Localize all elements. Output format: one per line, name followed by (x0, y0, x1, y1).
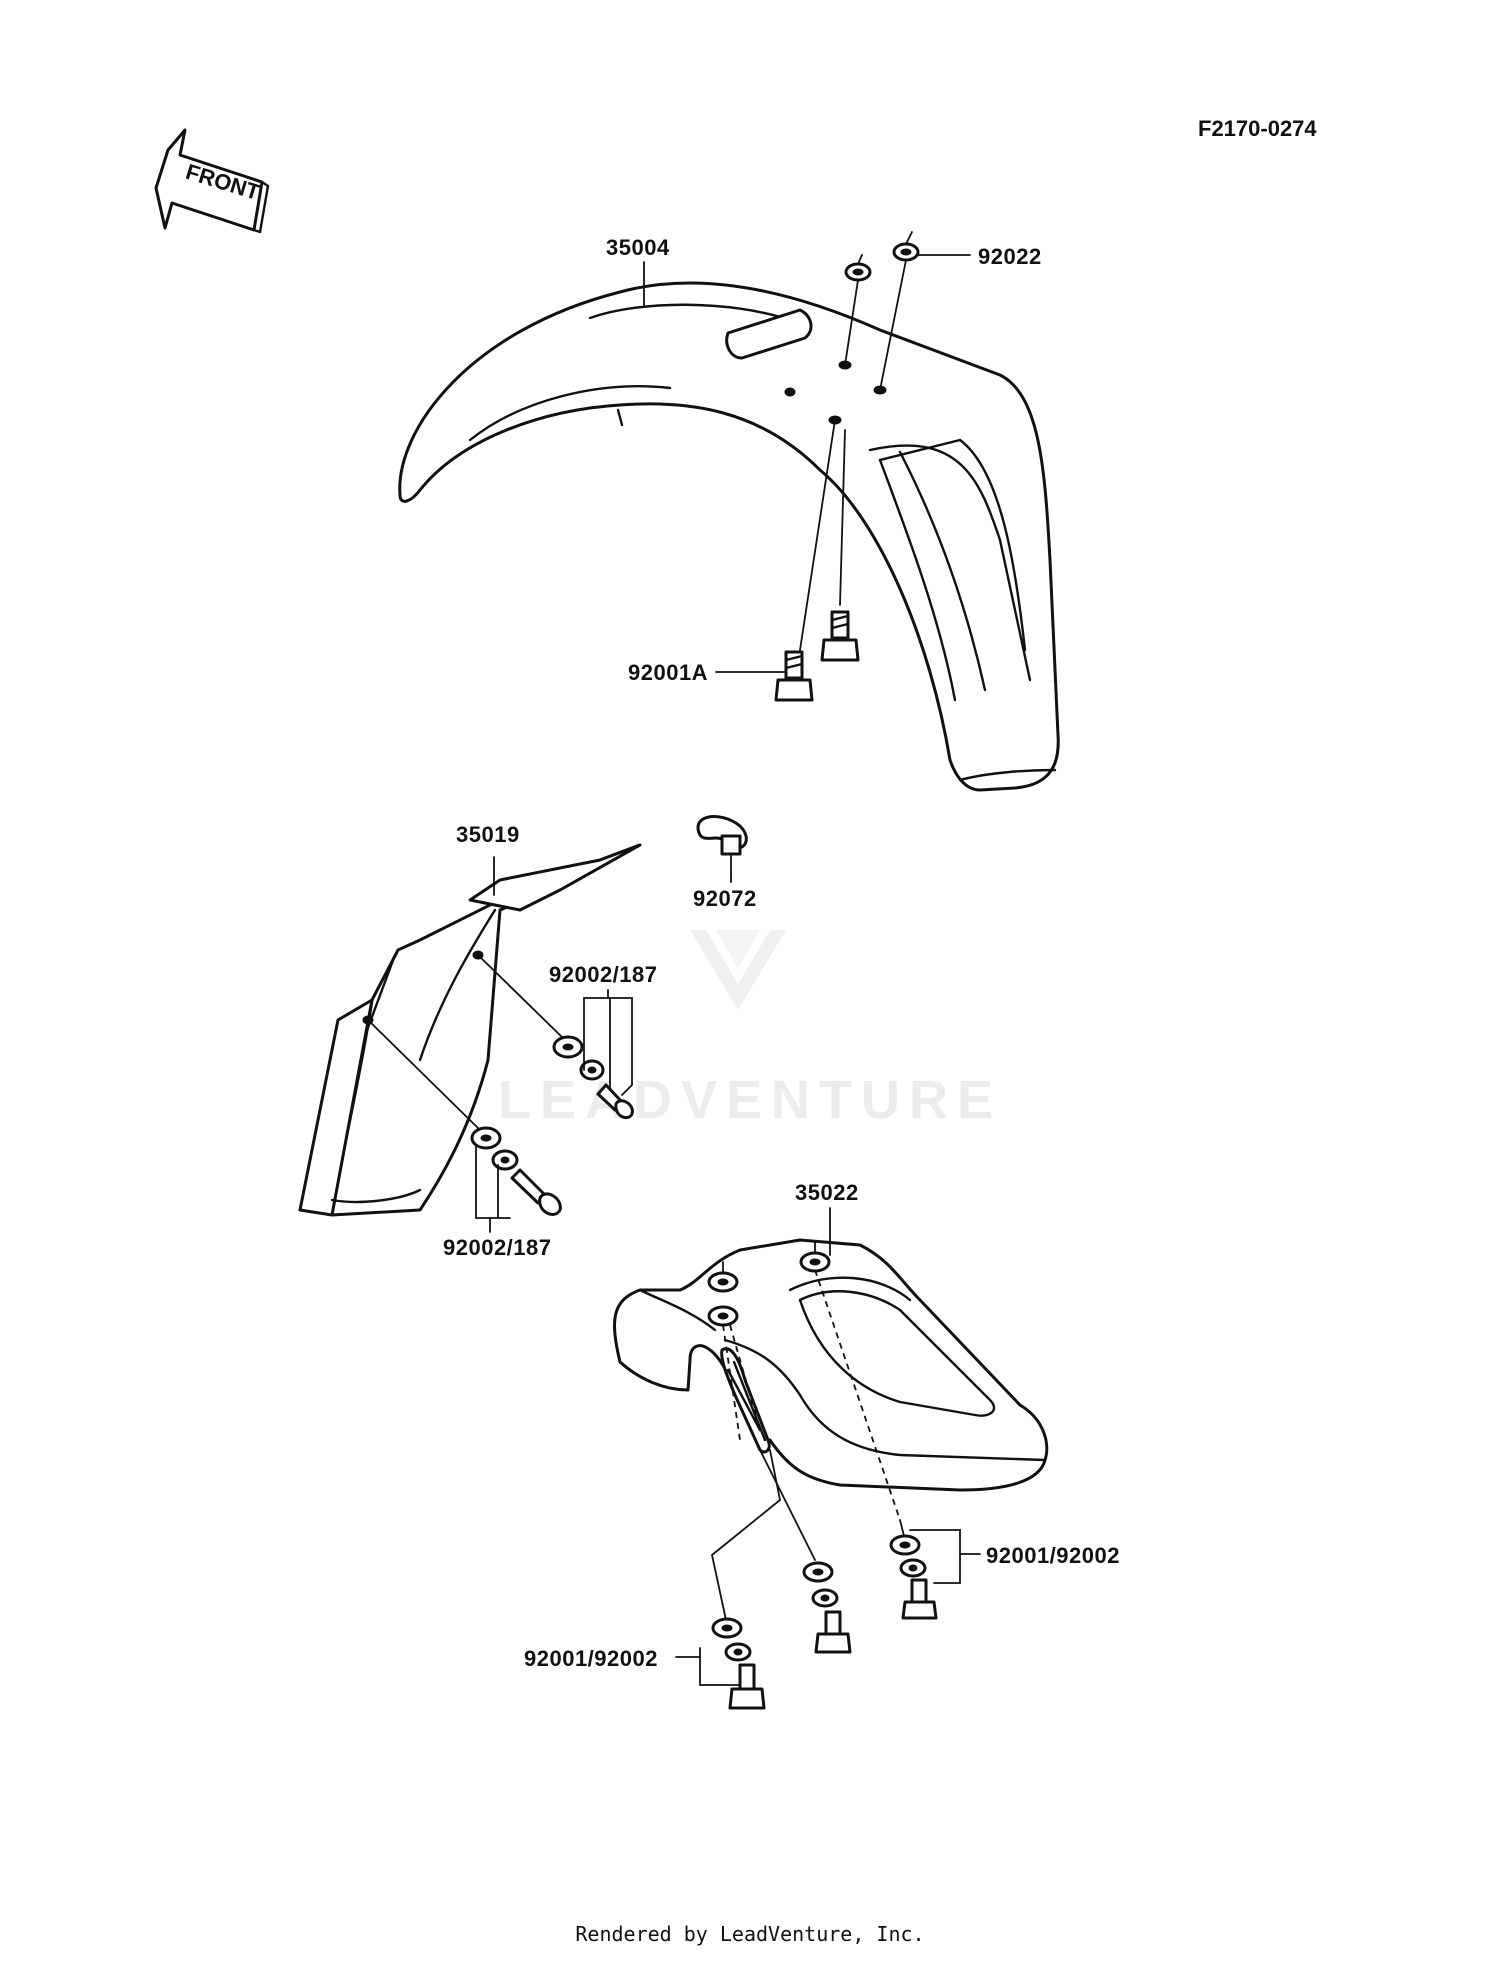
front-fender-35022 (613, 1238, 1049, 1521)
nut-92022 (844, 231, 920, 391)
diagram-code: F2170-0274 (1198, 116, 1317, 141)
label-92022: 92022 (978, 244, 1042, 269)
label-35004: 35004 (606, 235, 670, 260)
front-fender-35004 (398, 281, 1060, 792)
label-92002-187-lower: 92002/187 (443, 1235, 552, 1260)
bolt-set-92001-92002-left (699, 1449, 781, 1710)
rendered-by-footer: Rendered by LeadVenture, Inc. (575, 1922, 925, 1946)
bolt-set-92002-187-lower (367, 1019, 562, 1219)
label-92002-187-upper: 92002/187 (549, 962, 658, 987)
label-92001-92002-right: 92001/92002 (986, 1543, 1120, 1568)
label-92001-92002-left: 92001/92002 (524, 1646, 658, 1671)
label-92072: 92072 (693, 886, 757, 911)
leader-lines (489, 254, 981, 1658)
front-arrow-icon: FRONT (154, 128, 270, 234)
leadventure-watermark: LEADVENTURE (498, 930, 1002, 1130)
label-92001a: 92001A (628, 660, 708, 685)
bolt-set-92001-92002-right (889, 1519, 961, 1620)
watermark-text: LEADVENTURE (498, 1070, 1002, 1130)
fork-guard-35019 (298, 843, 642, 1217)
bolt-set-92001-92002-center (759, 1449, 852, 1654)
bolt-92001a (774, 419, 860, 702)
part-labels: 35004 92022 92001A 35019 92072 92002/187… (443, 235, 1120, 1671)
label-35019: 35019 (456, 822, 520, 847)
label-35022: 35022 (795, 1180, 859, 1205)
clamp-92072 (696, 815, 748, 879)
bolt-set-92002-187-upper (477, 954, 634, 1120)
